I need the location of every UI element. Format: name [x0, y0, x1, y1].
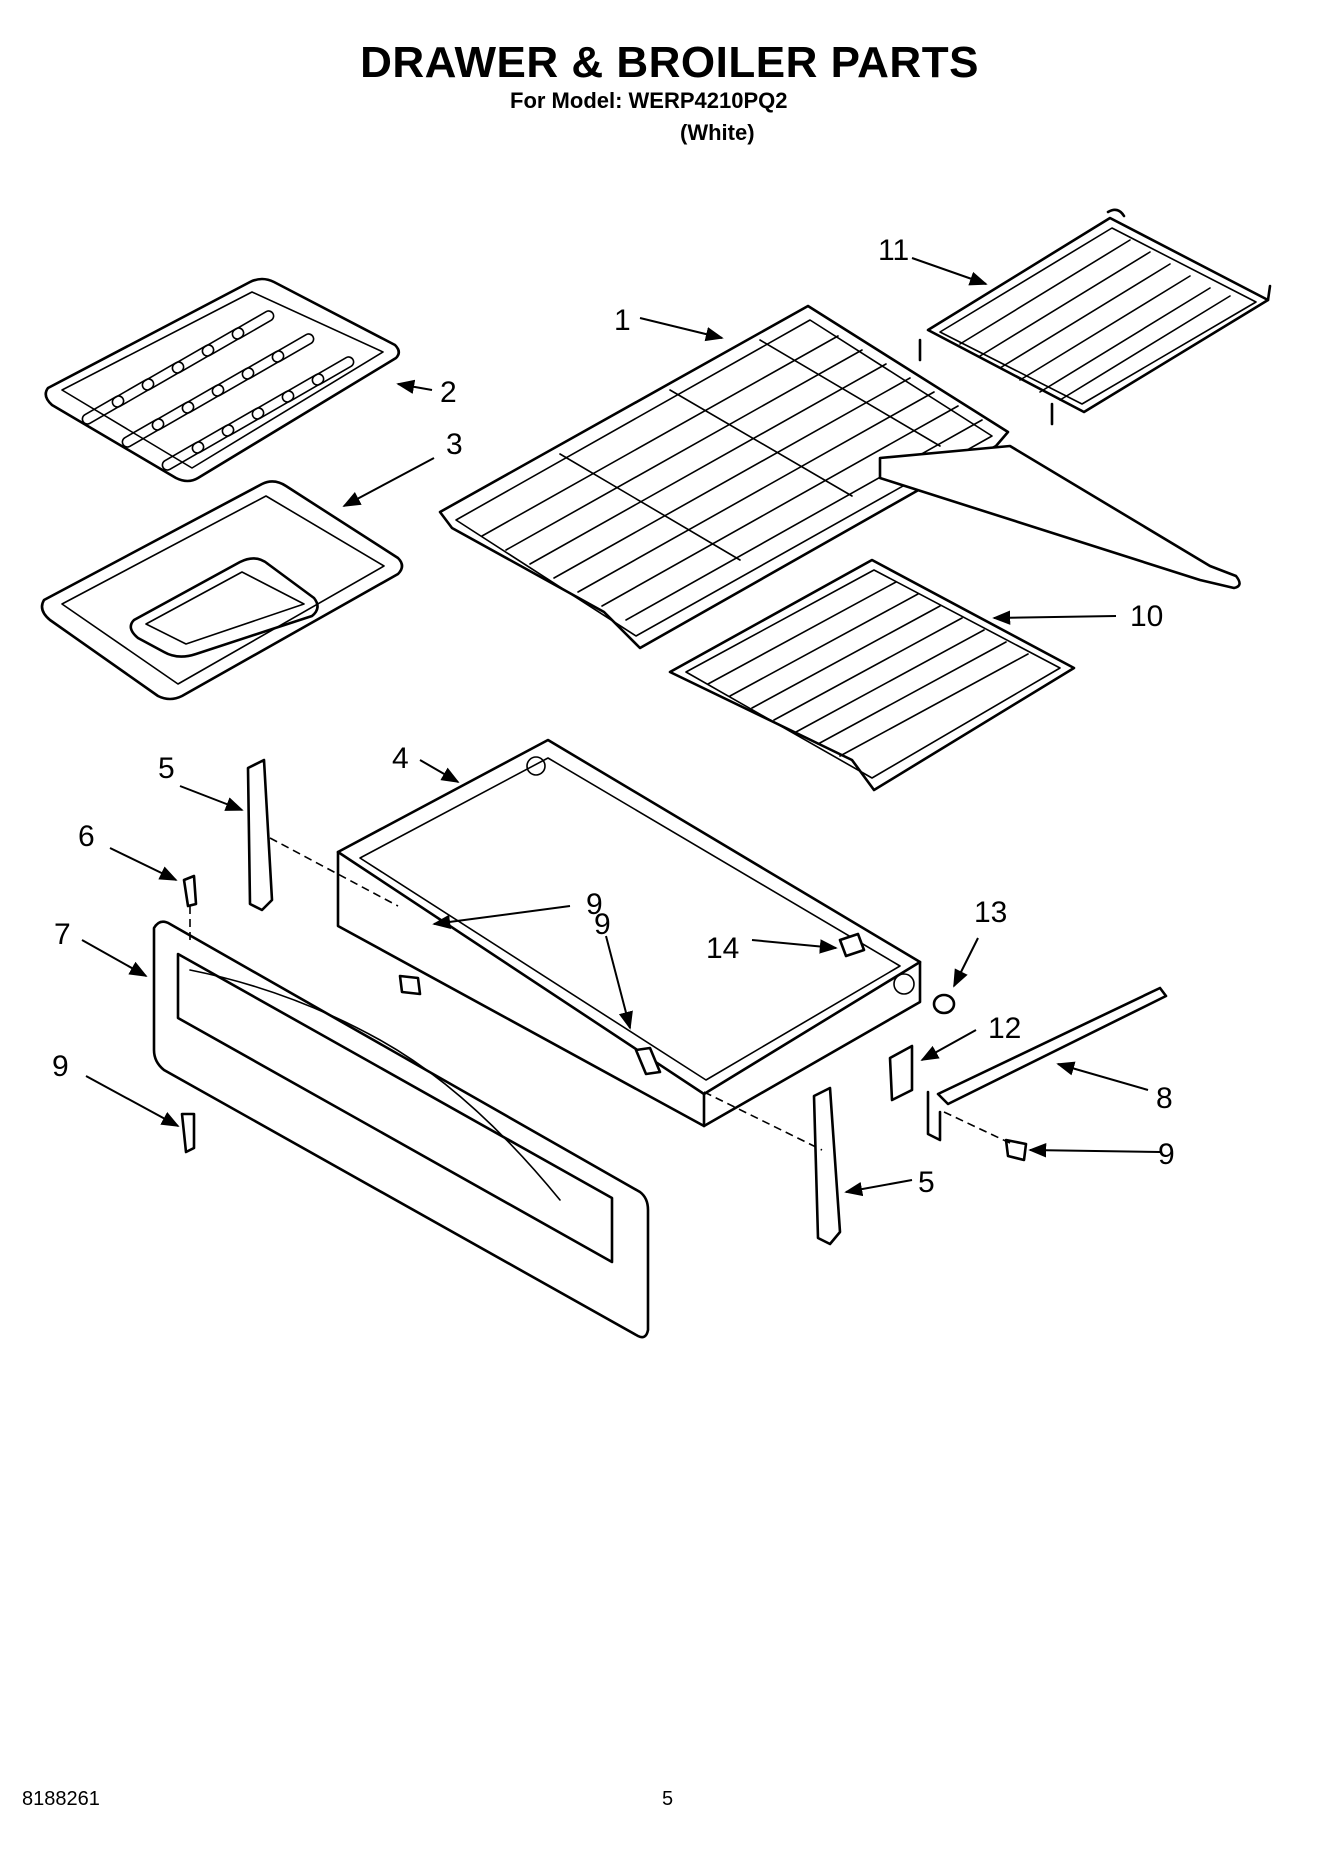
screw-icons	[180, 874, 1028, 1162]
callout-13: 13	[974, 896, 1007, 929]
callout-8: 8	[1156, 1082, 1173, 1115]
page-title: DRAWER & BROILER PARTS	[360, 38, 979, 87]
callout-10: 10	[1130, 600, 1163, 633]
callout-14: 14	[706, 932, 739, 965]
callout-11: 11	[878, 234, 909, 267]
callout-3: 3	[446, 428, 463, 461]
callout-9-center: 9	[586, 888, 603, 921]
drawer-glide-left	[246, 758, 274, 912]
page-number: 5	[662, 1788, 674, 1810]
broiler-pan-part	[40, 480, 404, 701]
callout-9-drawer: 9	[594, 908, 611, 941]
model-variant: (White)	[680, 120, 755, 145]
bracket-part	[888, 1044, 914, 1102]
callout-9-left: 9	[52, 1050, 69, 1083]
callout-1: 1	[614, 304, 631, 337]
callout-5-left: 5	[158, 752, 175, 785]
drawer-part	[336, 738, 922, 1128]
callout-4: 4	[392, 742, 409, 775]
callout-5-right: 5	[918, 1166, 935, 1199]
callout-9-right: 9	[1158, 1138, 1175, 1171]
drawer-front-part	[152, 920, 650, 1339]
half-rack-part	[918, 208, 1272, 426]
callout-7: 7	[54, 918, 71, 951]
model-line: For Model: WERP4210PQ2	[510, 88, 788, 113]
oven-rack-part	[438, 304, 1010, 650]
callout-2: 2	[440, 376, 457, 409]
assembly-dashed-lines	[189, 837, 1013, 1151]
drawer-glide-right	[812, 1086, 842, 1246]
callout-leaders	[81, 257, 1161, 1197]
document-number: 8188261	[22, 1788, 100, 1810]
broiler-grid-part	[44, 277, 401, 483]
rack-slide-part	[668, 444, 1241, 792]
callout-12: 12	[988, 1012, 1021, 1045]
callout-6: 6	[78, 820, 95, 853]
rail-part	[926, 986, 1168, 1142]
